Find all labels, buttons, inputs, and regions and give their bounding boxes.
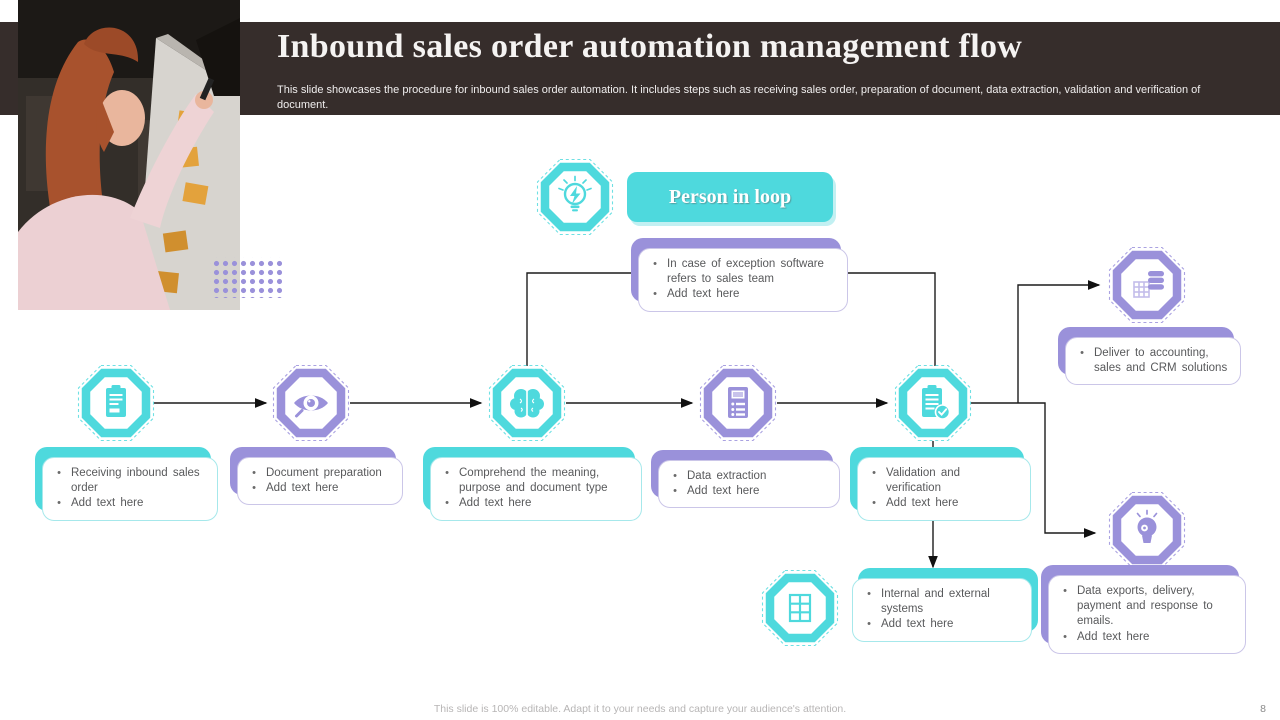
note-exception: •In case of exception software refers to… <box>638 248 848 312</box>
bullet-marker: • <box>653 258 657 270</box>
footer-note: This slide is 100% editable. Adapt it to… <box>433 703 847 715</box>
clipboard-icon <box>76 363 156 443</box>
bullet-marker: • <box>252 467 256 479</box>
note-document-preparation: •Document preparation •Add text here <box>237 457 403 506</box>
bullet-marker: • <box>673 485 677 498</box>
database-grid-icon <box>1107 245 1187 325</box>
bullet-marker: • <box>57 497 61 510</box>
bullet-marker: • <box>1063 585 1067 597</box>
page-number: 8 <box>1260 703 1266 715</box>
bullet-marker: • <box>653 288 657 301</box>
bullet-marker: • <box>872 467 876 479</box>
bullet-marker: • <box>57 467 61 479</box>
note-data-extraction: •Data extraction •Add text here <box>658 460 840 509</box>
decorative-dot-grid <box>210 257 282 298</box>
bullet-marker: • <box>872 497 876 510</box>
note-internal-external-systems: •Internal and external systems •Add text… <box>852 578 1032 642</box>
bullet-marker: • <box>867 588 871 600</box>
note-deliver-accounting-crm: •Deliver to accounting, sales and CRM so… <box>1065 337 1241 386</box>
bullet-marker: • <box>673 470 677 482</box>
bullet-marker: • <box>867 618 871 631</box>
lightbulb-icon <box>535 157 615 237</box>
page-title: Inbound sales order automation managemen… <box>277 28 1023 65</box>
slide-subtitle: This slide showcases the procedure for i… <box>277 84 1201 111</box>
note-comprehend-document: •Comprehend the meaning, purpose and doc… <box>430 457 642 521</box>
eye-search-icon <box>271 363 351 443</box>
person-in-loop-label: Person in loop <box>627 172 833 222</box>
clipboard-check-icon <box>893 363 973 443</box>
brain-icon <box>487 363 567 443</box>
bullet-marker: • <box>445 497 449 510</box>
lightbulb-gear-icon <box>1107 490 1187 570</box>
bullet-marker: • <box>445 467 449 479</box>
form-lines-icon <box>698 363 778 443</box>
note-receiving-inbound-sales-order: •Receiving inbound sales order •Add text… <box>42 457 218 521</box>
photo-woman-at-whiteboard <box>18 0 240 310</box>
note-validation-verification: •Validation and verification •Add text h… <box>857 457 1031 521</box>
bullet-marker: • <box>1080 347 1084 359</box>
bullet-marker: • <box>1063 630 1067 643</box>
note-data-exports-emails: •Data exports, delivery, payment and res… <box>1048 575 1246 654</box>
grid-table-icon <box>760 568 840 648</box>
bullet-marker: • <box>252 482 256 495</box>
